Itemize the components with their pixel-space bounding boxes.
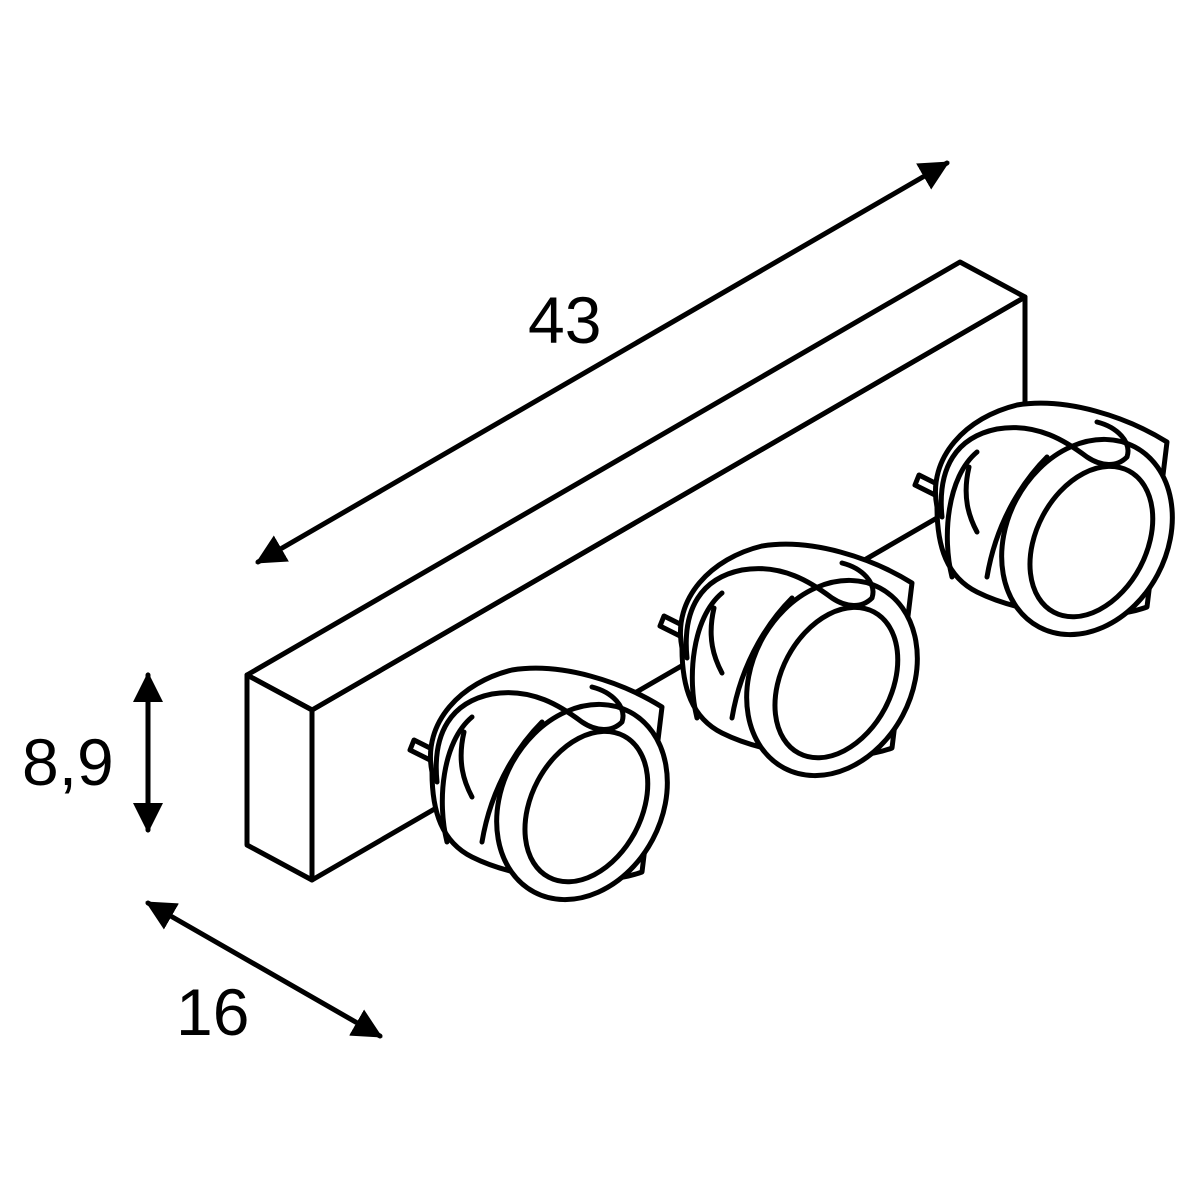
length-dimension-arrow [255,160,950,565]
depth-label: 16 [176,975,249,1049]
length-label: 43 [528,283,601,357]
spotlight-2 [660,544,951,805]
spotlight-3 [915,403,1200,664]
height-label: 8,9 [22,725,114,799]
spotlight-1 [410,668,701,929]
depth-dimension-arrow [145,900,383,1039]
